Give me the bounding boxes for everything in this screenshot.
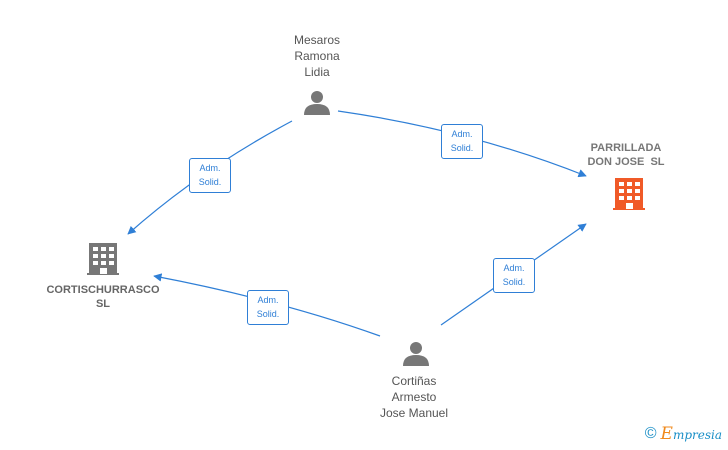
building-icon[interactable] [613, 178, 645, 210]
edge-label-cortinas-parrillada: Adm. Solid. [493, 258, 535, 293]
copyright-symbol: © [644, 425, 657, 442]
brand-footer: © Empresia [645, 424, 722, 444]
company-label-cortischurrasco[interactable]: CORTISCHURRASCO SL [46, 284, 160, 310]
empresia-logo[interactable]: Empresia [661, 424, 722, 444]
person-icon[interactable] [304, 91, 330, 115]
edge-label-cortinas-cortischurrasco: Adm. Solid. [247, 290, 289, 325]
person-label-cortinas[interactable]: Cortiñas Armesto Jose Manuel [379, 374, 449, 420]
brand-name: mpresia [672, 428, 722, 442]
company-label-parrillada[interactable]: PARRILLADA DON JOSE SL [587, 142, 665, 168]
person-icon[interactable] [403, 342, 429, 366]
edge-label-mesaros-parrillada: Adm. Solid. [441, 124, 483, 159]
building-icon[interactable] [87, 243, 119, 275]
edge-label-mesaros-cortischurrasco: Adm. Solid. [189, 158, 231, 193]
person-label-mesaros[interactable]: Mesaros Ramona Lidia [293, 33, 340, 79]
brand-initial: E [660, 424, 673, 444]
